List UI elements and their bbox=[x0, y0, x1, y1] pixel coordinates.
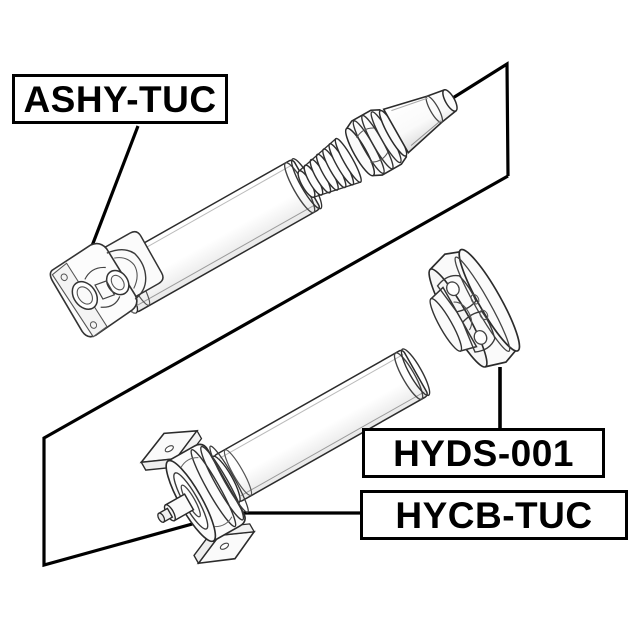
part-label-ashy-tuc[interactable]: ASHY-TUC bbox=[12, 74, 228, 124]
lower-drive-shaft-assembly bbox=[139, 248, 521, 565]
center-support-bearing bbox=[139, 429, 256, 565]
callout-bracket-upper bbox=[447, 61, 510, 177]
lower-shaft-tube bbox=[210, 348, 431, 504]
part-label-hycb-tuc[interactable]: HYCB-TUC bbox=[360, 490, 628, 540]
callout-bracket-lower bbox=[42, 174, 509, 568]
rubber-bellows-boot bbox=[297, 137, 362, 198]
part-label-hyds-001-text: HYDS-001 bbox=[393, 432, 574, 474]
part-label-hyds-001[interactable]: HYDS-001 bbox=[362, 428, 605, 478]
cv-joint-housing bbox=[344, 108, 408, 177]
part-label-hycb-tuc-text: HYCB-TUC bbox=[395, 494, 593, 536]
upper-drive-shaft-assembly bbox=[49, 89, 458, 338]
splined-stub-shaft bbox=[382, 89, 458, 155]
universal-joint-yoke bbox=[49, 230, 164, 338]
part-label-ashy-tuc-text: ASHY-TUC bbox=[23, 78, 217, 120]
flange-yoke bbox=[428, 248, 521, 368]
